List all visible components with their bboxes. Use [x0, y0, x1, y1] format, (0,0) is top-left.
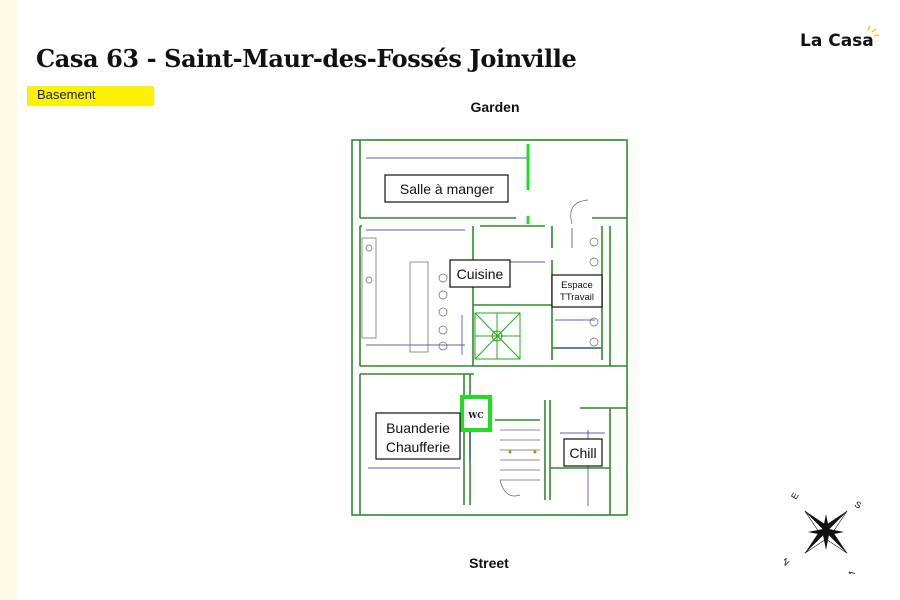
spiral-staircase-icon: [474, 312, 521, 360]
room-label-chill: Chill: [569, 445, 596, 461]
room-chill: Chill: [563, 438, 603, 467]
floor-plan: Salle à manger Cuisine Espace TTravail W…: [340, 130, 640, 525]
left-margin-strip: [0, 0, 17, 600]
compass-letter-n: N: [784, 556, 791, 568]
page-title: Casa 63 - Saint-Maur-des-Fossés Joinvill…: [36, 44, 577, 73]
room-label-dining: Salle à manger: [400, 181, 495, 197]
room-office: Espace TTravail: [551, 274, 603, 308]
room-wc: WC: [460, 395, 492, 432]
room-label-wc: WC: [467, 410, 483, 420]
room-dining: Salle à manger: [384, 174, 509, 203]
compass-letter-s: S: [853, 499, 863, 511]
garden-label: Garden: [470, 99, 520, 115]
room-label-office-2: TTravail: [560, 292, 594, 303]
room-label-kitchen: Cuisine: [457, 266, 504, 282]
room-label-laundry-1: Buanderie: [386, 420, 450, 436]
compass-letter-e: E: [789, 491, 801, 501]
room-kitchen: Cuisine: [449, 259, 511, 288]
street-label: Street: [469, 555, 509, 571]
floor-badge: Basement: [27, 86, 154, 106]
logo-text: La Casa: [800, 31, 874, 51]
plan-fixtures: [361, 199, 599, 497]
compass-rose-icon: E S N W: [784, 491, 863, 574]
la-casa-logo: La Casa: [800, 25, 880, 51]
room-laundry: Buanderie Chaufferie: [375, 412, 461, 460]
room-label-laundry-2: Chaufferie: [386, 439, 451, 455]
room-label-office-1: Espace: [561, 280, 593, 291]
compass-letter-w: W: [844, 569, 857, 574]
logo-sun-icon: [867, 25, 880, 37]
